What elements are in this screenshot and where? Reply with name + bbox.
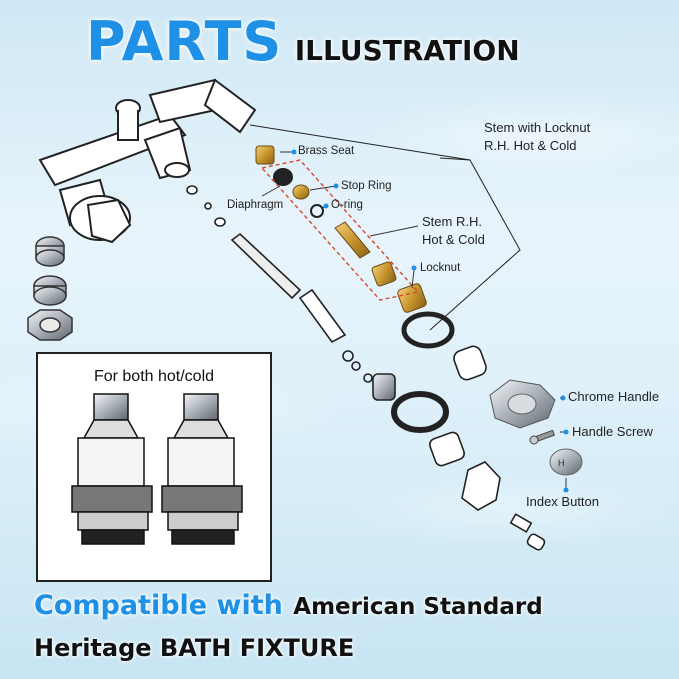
- svg-text:H: H: [558, 458, 565, 468]
- label-stem-with-locknut-line2: R.H. Hot & Cold: [484, 138, 577, 153]
- title-illustration: ILLUSTRATION: [294, 34, 520, 67]
- label-stem-with-locknut: Stem with Locknut R.H. Hot & Cold: [484, 119, 590, 155]
- inset-caption: For both hot/cold: [93, 368, 215, 385]
- title-parts: PARTS: [86, 10, 283, 73]
- label-diaphragm: Diaphragm: [227, 199, 284, 211]
- stem-left: [71, 393, 153, 545]
- label-index-button: Index Button: [526, 494, 599, 509]
- footer-american-standard: American Standard: [293, 594, 543, 620]
- stem-right: [161, 393, 243, 545]
- label-locknut: Locknut: [420, 262, 461, 274]
- index-button-part: H: [549, 448, 583, 476]
- label-stem-rh-line1: Stem R.H.: [422, 214, 482, 229]
- valve-body-outline: [38, 78, 257, 244]
- callout-dots: [291, 149, 569, 493]
- stem-inset-box: For both hot/cold: [36, 352, 272, 582]
- footer-line1: Compatible with American Standard: [34, 590, 543, 621]
- bracket-tick: [439, 157, 471, 161]
- footer-line2: Heritage BATH FIXTURE: [34, 634, 355, 662]
- exploded-parts: [186, 185, 546, 551]
- label-stem-rh-line2: Hot & Cold: [422, 232, 485, 247]
- label-chrome-handle: Chrome Handle: [568, 389, 660, 404]
- inset-stems-drawing: [71, 393, 243, 545]
- handle-screw-part: [529, 429, 556, 445]
- label-o-ring: O-ring: [331, 199, 363, 211]
- label-stop-ring: Stop Ring: [341, 180, 392, 192]
- chrome-handle-part: [489, 379, 556, 429]
- label-stem-with-locknut-line1: Stem with Locknut: [484, 120, 591, 135]
- footer-compatible: Compatible with: [34, 590, 283, 621]
- label-stem-rh: Stem R.H. Hot & Cold: [422, 213, 485, 249]
- callout-lines: [261, 151, 567, 492]
- label-handle-screw: Handle Screw: [572, 424, 653, 439]
- page-title: PARTS ILLUSTRATION: [86, 10, 520, 73]
- label-brass-seat: Brass Seat: [298, 145, 355, 157]
- brass-parts: [255, 145, 427, 313]
- stem-bracket-line: [249, 124, 521, 331]
- seat-stack-left: [27, 236, 73, 341]
